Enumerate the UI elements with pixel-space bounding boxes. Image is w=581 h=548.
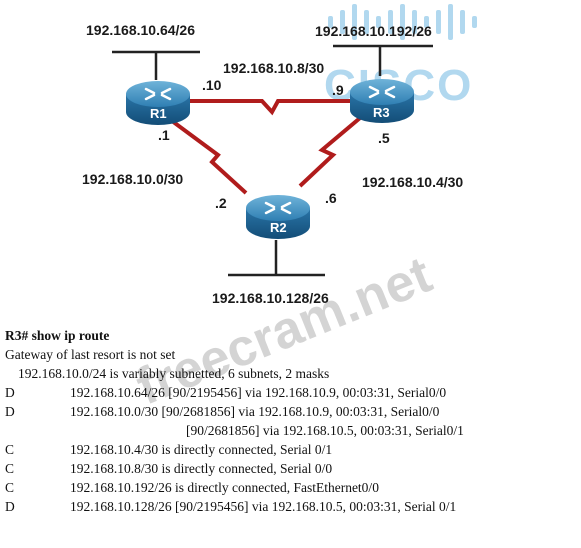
cli-prompt: R3# <box>5 328 29 343</box>
iface-r2-to-r1: .2 <box>215 195 227 211</box>
subnet-label-r2-r3: 192.168.10.4/30 <box>362 174 463 190</box>
route-code: D <box>5 499 15 514</box>
iface-r3-to-r1: .9 <box>332 82 344 98</box>
route-entry-continuation: [90/2681856] via 192.168.10.5, 00:03:31,… <box>186 423 464 438</box>
route-code: C <box>5 442 15 457</box>
router-r2[interactable]: R2 <box>246 195 310 239</box>
serial-link-r1-r2 <box>166 116 248 195</box>
iface-r2-to-r3: .6 <box>325 190 337 206</box>
router-r3-label: R3 <box>373 105 390 120</box>
router-icon <box>126 81 190 125</box>
serial-link-r1-r3 <box>188 99 350 116</box>
subnet-label-r1-lan: 192.168.10.64/26 <box>86 22 195 38</box>
subnet-label-r2-lan: 192.168.10.128/26 <box>212 290 329 306</box>
subnet-label-r1-r2: 192.168.10.0/30 <box>82 171 183 187</box>
route-code: C <box>5 461 15 476</box>
iface-r1-to-r3: .10 <box>202 77 222 93</box>
route-code: D <box>5 385 15 400</box>
iface-r1-to-r2: .1 <box>158 127 170 143</box>
serial-links <box>166 99 362 195</box>
route-entry: 192.168.10.192/26 is directly connected,… <box>70 480 379 495</box>
route-code: D <box>5 404 15 419</box>
router-r2-label: R2 <box>270 220 287 235</box>
command-line: R3# show ip route <box>5 328 109 344</box>
summary-line: 192.168.10.0/24 is variably subnetted, 6… <box>18 366 330 381</box>
subnet-label-r3-lan: 192.168.10.192/26 <box>315 23 432 39</box>
route-entry: 192.168.10.4/30 is directly connected, S… <box>70 442 333 457</box>
cli-command: show ip route <box>28 328 110 343</box>
iface-r3-to-r2: .5 <box>378 130 390 146</box>
router-icon <box>350 79 414 123</box>
lan-lines <box>112 44 433 277</box>
gateway-line: Gateway of last resort is not set <box>5 347 176 362</box>
route-entry: 192.168.10.64/26 [90/2195456] via 192.16… <box>70 385 447 400</box>
route-entry: 192.168.10.8/30 is directly connected, S… <box>70 461 333 476</box>
route-entry: 192.168.10.128/26 [90/2195456] via 192.1… <box>70 499 457 514</box>
serial-link-r3-r2 <box>298 116 362 188</box>
router-r3[interactable]: R3 <box>350 79 414 123</box>
route-entry: 192.168.10.0/30 [90/2681856] via 192.168… <box>70 404 440 419</box>
route-code: C <box>5 480 15 495</box>
router-icon <box>246 195 310 239</box>
subnet-label-r1-r3: 192.168.10.8/30 <box>223 60 324 76</box>
router-r1-label: R1 <box>150 106 167 121</box>
router-r1[interactable]: R1 <box>126 81 190 125</box>
